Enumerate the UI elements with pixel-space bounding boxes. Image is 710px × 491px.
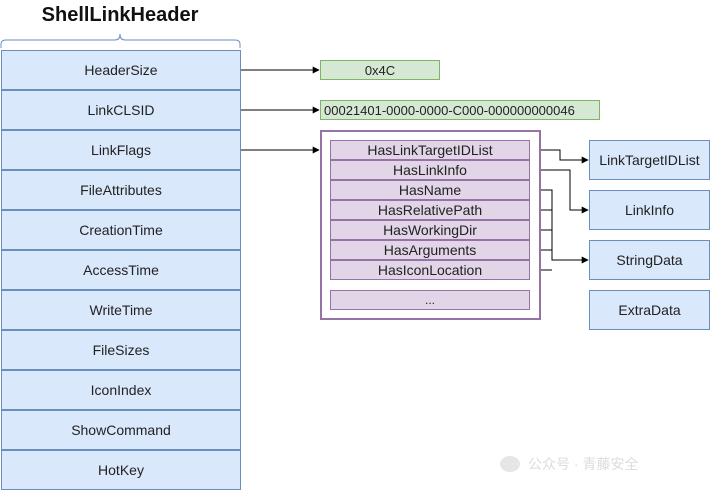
field-iconindex: IconIndex (1, 370, 241, 410)
structure-extradata: ExtraData (589, 290, 710, 330)
structure-linkinfo: LinkInfo (589, 190, 710, 230)
flag-haslinkinfo: HasLinkInfo (330, 160, 530, 180)
flag-haslinktargetidlist: HasLinkTargetIDList (330, 140, 530, 160)
field-linkclsid: LinkCLSID (1, 90, 241, 130)
field-linkflags: LinkFlags (1, 130, 241, 170)
diagram-title: ShellLinkHeader (41, 4, 199, 26)
flag-hasiconlocation: HasIconLocation (330, 260, 530, 280)
field-hotkey: HotKey (1, 450, 241, 490)
field-creationtime: CreationTime (1, 210, 241, 250)
field-fileattributes: FileAttributes (1, 170, 241, 210)
flag-hasworkingdir: HasWorkingDir (330, 220, 530, 240)
field-writetime: WriteTime (1, 290, 241, 330)
flag-more: ... (330, 290, 530, 310)
wechat-icon (500, 456, 520, 472)
field-showcommand: ShowCommand (1, 410, 241, 450)
headersize-value: 0x4C (320, 60, 440, 80)
watermark: 公众号 · 青藤安全 (500, 452, 700, 476)
field-accesstime: AccessTime (1, 250, 241, 290)
flag-hasarguments: HasArguments (330, 240, 530, 260)
field-filesizes: FileSizes (1, 330, 241, 370)
watermark-text: 公众号 · 青藤安全 (528, 456, 639, 472)
linkclsid-value: 00021401-0000-0000-C000-000000000046 (320, 100, 600, 120)
header-brace (0, 33, 241, 48)
flag-hasrelativepath: HasRelativePath (330, 200, 530, 220)
structure-linktargetidlist: LinkTargetIDList (589, 140, 710, 180)
field-headersize: HeaderSize (1, 50, 241, 90)
flag-hasname: HasName (330, 180, 530, 200)
structure-stringdata: StringData (589, 240, 710, 280)
